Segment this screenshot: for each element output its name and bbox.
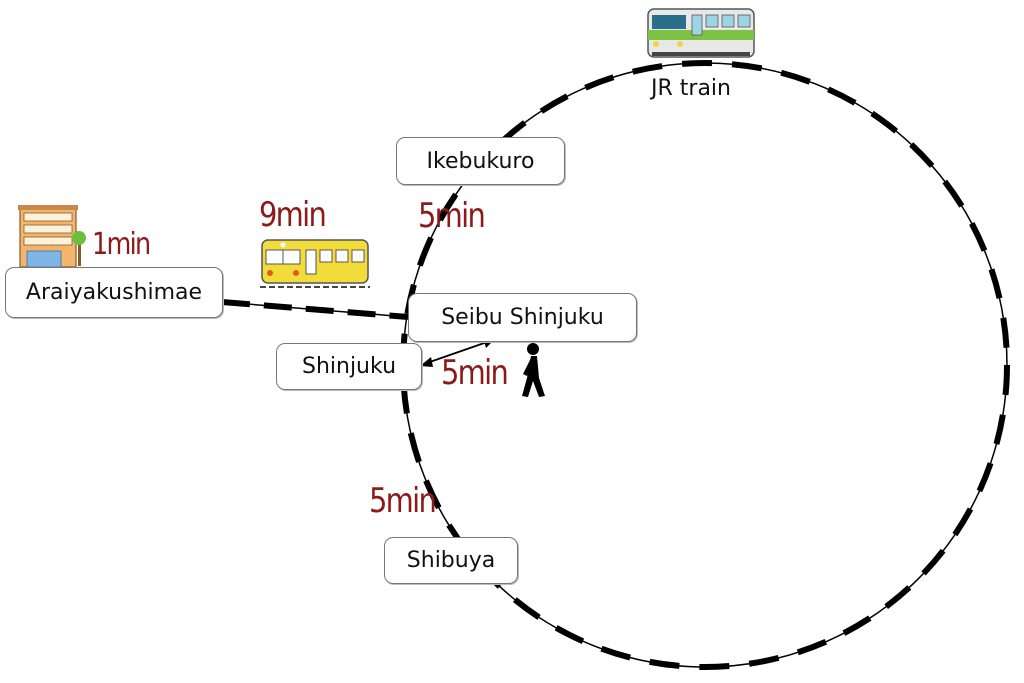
walking-person-icon bbox=[522, 343, 545, 397]
station-shibuya: Shibuya bbox=[384, 537, 518, 584]
seibu-train-icon bbox=[260, 239, 370, 288]
station-shinjuku: Shinjuku bbox=[276, 343, 422, 390]
time-walk-home: 1min bbox=[92, 227, 151, 262]
seibu-line-track bbox=[221, 299, 409, 320]
building-icon bbox=[18, 205, 86, 268]
station-seibu-shinjuku: Seibu Shinjuku bbox=[408, 293, 637, 342]
time-jr-ikebukuro: 5min bbox=[418, 196, 486, 236]
station-ikebukuro: Ikebukuro bbox=[396, 137, 565, 185]
time-jr-shibuya: 5min bbox=[369, 481, 437, 521]
jr-train-label: JR train bbox=[651, 76, 731, 101]
time-walk-transfer: 5min bbox=[441, 353, 509, 393]
time-seibu-line: 9min bbox=[259, 195, 327, 235]
jr-train-icon bbox=[647, 8, 755, 58]
station-araiyakushimae: Araiyakushimae bbox=[5, 267, 223, 318]
